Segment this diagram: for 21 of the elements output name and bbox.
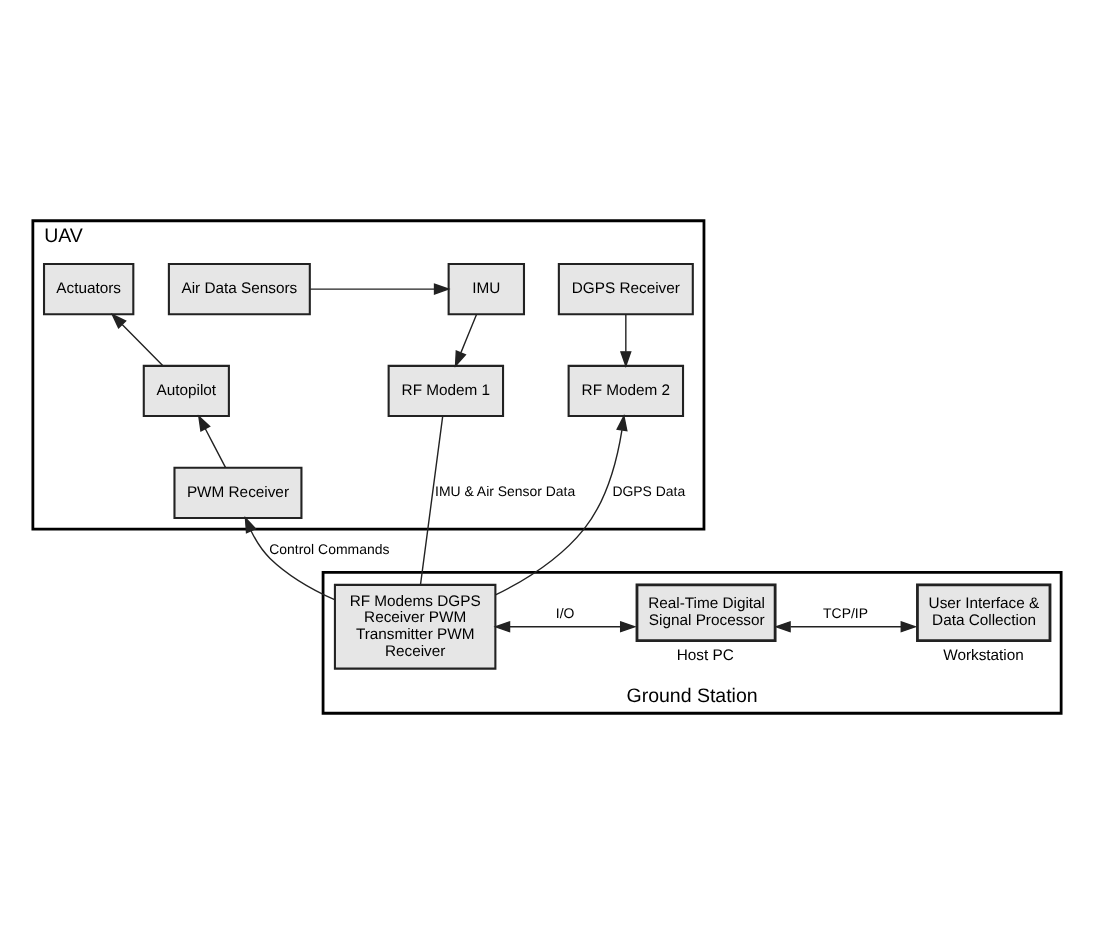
- arrow: [110, 312, 164, 366]
- arrow: [309, 282, 451, 294]
- node-box: RF Modem 1: [387, 363, 505, 417]
- node-box: Air Data Sensors: [167, 261, 311, 315]
- arrow: [197, 413, 227, 468]
- arrow: [774, 619, 918, 632]
- node-box: Autopilot: [142, 363, 230, 417]
- arrow: [454, 312, 478, 367]
- arrow: [244, 515, 336, 600]
- arrow: [494, 413, 628, 595]
- node-box: IMU: [447, 261, 526, 315]
- arrow: [493, 619, 637, 632]
- node-label: Host PC: [676, 644, 734, 663]
- arrow: [619, 312, 632, 367]
- node-box: Actuators: [42, 261, 135, 315]
- node-box: DGPS Receiver: [557, 261, 694, 315]
- node-label: Workstation: [943, 644, 1024, 663]
- node-box: RF Modem 2: [567, 363, 685, 417]
- node-box: RF Modems DGPS Receiver PWM Transmitter PWM Receiver: [333, 582, 497, 669]
- connector: [419, 414, 444, 585]
- node-box: PWM Receiver: [173, 465, 303, 518]
